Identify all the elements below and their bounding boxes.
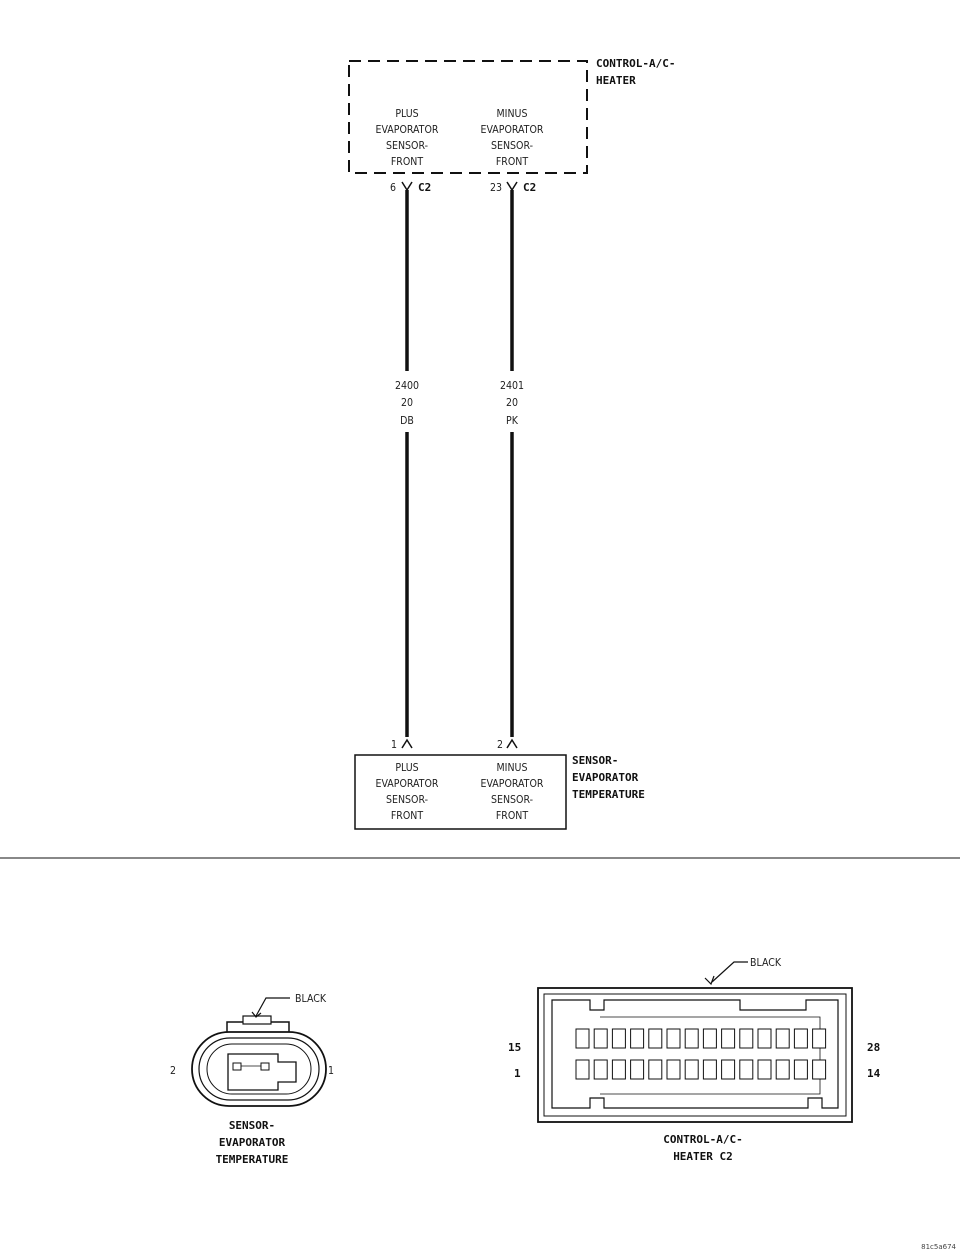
leader-line	[255, 997, 290, 1017]
evaporator-temperature-sensor-module: SENSOR- EVAPORATOR TEMPERATURE PLUS EVAP…	[354, 754, 645, 830]
pin-number: 6	[390, 182, 396, 194]
connector-cavity	[757, 1028, 772, 1049]
connector-cavity	[721, 1028, 736, 1049]
wire-2401: 2401 20 PK	[500, 190, 524, 737]
connector-cavity	[775, 1028, 790, 1049]
leader-line	[711, 961, 748, 983]
pin-label-line: EVAPORATOR	[481, 778, 544, 790]
terminal-symbol	[401, 181, 413, 192]
plus-sensor-pin-label: PLUS EVAPORATOR SENSOR- FRONT	[376, 108, 439, 168]
cavity-grid	[575, 1028, 827, 1080]
module-title-line-3: TEMPERATURE	[572, 788, 645, 801]
pin-label-line: EVAPORATOR	[376, 124, 439, 136]
wire-gauge: 20	[401, 397, 413, 409]
pin-label-line: FRONT	[496, 156, 528, 168]
module-title-line-2: EVAPORATOR	[572, 771, 639, 784]
connector-cavity	[739, 1059, 754, 1080]
wire-color: PK	[506, 415, 519, 427]
connector-cavity	[593, 1028, 608, 1049]
pin-label-line: EVAPORATOR	[376, 778, 439, 790]
arrow-icon	[704, 975, 715, 986]
pin-number: 2	[497, 739, 503, 751]
caption-line: SENSOR-	[229, 1119, 275, 1132]
connector-color: BLACK	[295, 993, 327, 1005]
connector-cavity	[666, 1059, 681, 1080]
pin-label-line: SENSOR-	[386, 794, 428, 806]
pin-label-line: SENSOR-	[386, 140, 428, 152]
pin-label-line: PLUS	[395, 108, 418, 120]
connector-cavity	[812, 1059, 827, 1080]
connector-cavity	[793, 1059, 808, 1080]
circuit-number: 2401	[500, 380, 524, 392]
connector-cavity	[793, 1028, 808, 1049]
connector-cavity	[575, 1028, 590, 1049]
connector-cavity	[812, 1028, 827, 1049]
pin-number: 15	[508, 1041, 521, 1054]
pin-label-line: FRONT	[391, 810, 423, 822]
connector-cavity	[775, 1059, 790, 1080]
connector-cavity	[648, 1028, 663, 1049]
connector-cavity	[575, 1059, 590, 1080]
sensor-connector-view: BLACK 2 1 SENSOR- EVAPORATOR TEMPERATURE	[170, 993, 334, 1166]
module-title-line-1: SENSOR-	[572, 754, 618, 767]
connector-id: C2	[418, 181, 431, 194]
terminal-symbol	[401, 738, 413, 749]
caption-line: EVAPORATOR	[219, 1136, 286, 1149]
connector-cavity	[739, 1028, 754, 1049]
pin-number: 28	[867, 1041, 880, 1054]
module-title-line-2: HEATER	[596, 74, 636, 87]
pin-label-line: EVAPORATOR	[481, 124, 544, 136]
pin-label-line: FRONT	[496, 810, 528, 822]
caption-line: CONTROL-A/C-	[663, 1133, 742, 1146]
pin-number: 1	[391, 739, 397, 751]
top-connector-terminals: 6 C2 23 C2	[390, 181, 536, 194]
minus-sensor-pin-label: MINUS EVAPORATOR SENSOR- FRONT	[481, 762, 544, 822]
connector-cavity	[684, 1059, 699, 1080]
pin-number: 1	[328, 1065, 334, 1077]
connector-cavity	[630, 1059, 645, 1080]
pin-label-line: MINUS	[497, 762, 528, 774]
minus-sensor-pin-label: MINUS EVAPORATOR SENSOR- FRONT	[481, 108, 544, 168]
control-ac-heater-module: CONTROL-A/C- HEATER PLUS EVAPORATOR SENS…	[348, 57, 675, 174]
connector-color: BLACK	[750, 957, 782, 969]
pin-label-line: PLUS	[395, 762, 418, 774]
connector-cavity	[702, 1059, 717, 1080]
connector-cavity	[593, 1059, 608, 1080]
arrow-icon	[251, 1011, 262, 1018]
connector-cavity	[648, 1059, 663, 1080]
pin-number: 1	[514, 1067, 521, 1080]
bottom-connector-terminals: 1 2	[391, 738, 518, 751]
pin-label-line: FRONT	[391, 156, 423, 168]
pin-number: 14	[867, 1067, 881, 1080]
pin-number: 2	[170, 1065, 176, 1077]
figure-id: 81c5a674	[921, 1243, 956, 1251]
connector-id: C2	[523, 181, 536, 194]
pin-label-line: SENSOR-	[491, 794, 533, 806]
connector-cavity	[630, 1028, 645, 1049]
caption-line: TEMPERATURE	[216, 1153, 289, 1166]
connector-cavity	[611, 1028, 626, 1049]
circuit-number: 2400	[395, 380, 419, 392]
control-connector-view: BLACK 15 1 28 14 CONTROL-A/C- HEATER C2	[508, 957, 881, 1163]
wire-gauge: 20	[506, 397, 518, 409]
connector-cavity	[666, 1028, 681, 1049]
connector-cavity	[684, 1028, 699, 1049]
pin-label-line: SENSOR-	[491, 140, 533, 152]
terminal-symbol	[506, 181, 518, 192]
wire-color: DB	[400, 415, 414, 427]
connector-cavity	[611, 1059, 626, 1080]
pin-number: 23	[490, 182, 502, 194]
plus-sensor-pin-label: PLUS EVAPORATOR SENSOR- FRONT	[376, 762, 439, 822]
module-title-line-1: CONTROL-A/C-	[596, 57, 675, 70]
wire-2400: 2400 20 DB	[395, 190, 419, 737]
connector-cavity	[721, 1059, 736, 1080]
terminal-symbol	[506, 738, 518, 749]
pin-label-line: MINUS	[497, 108, 528, 120]
caption-line: HEATER C2	[673, 1150, 733, 1163]
connector-cavity	[757, 1059, 772, 1080]
connector-cavity	[702, 1028, 717, 1049]
